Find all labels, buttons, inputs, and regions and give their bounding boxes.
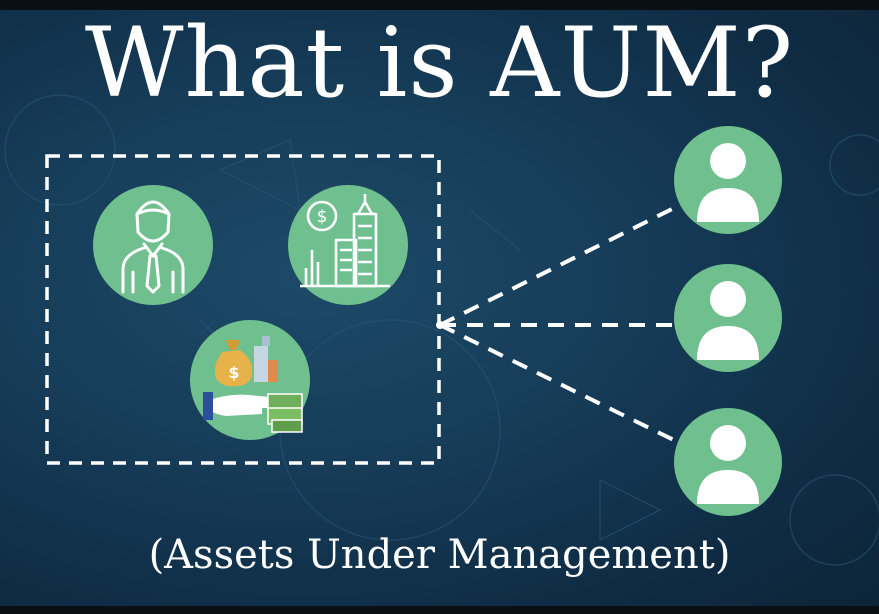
connector-lines [439, 198, 691, 450]
connector-line-bottom [439, 323, 691, 450]
page-title: What is AUM? [84, 7, 795, 119]
svg-text:$: $ [317, 207, 328, 227]
bottom-letterbox [0, 606, 879, 614]
investor-avatar-icon [674, 408, 782, 516]
connector-hub [436, 321, 444, 329]
dollar-buildings-icon: $ [288, 185, 408, 305]
money-bag-hand-icon: $ [190, 320, 310, 440]
assets-group-box [45, 154, 441, 465]
top-letterbox [0, 0, 879, 10]
investor-avatar-icon [674, 126, 782, 234]
connector-line-top [439, 198, 691, 327]
svg-text:$: $ [228, 363, 239, 382]
businessman-icon [93, 185, 213, 305]
page-subtitle: (Assets Under Management) [148, 532, 731, 578]
investor-avatar-icon [674, 264, 782, 372]
